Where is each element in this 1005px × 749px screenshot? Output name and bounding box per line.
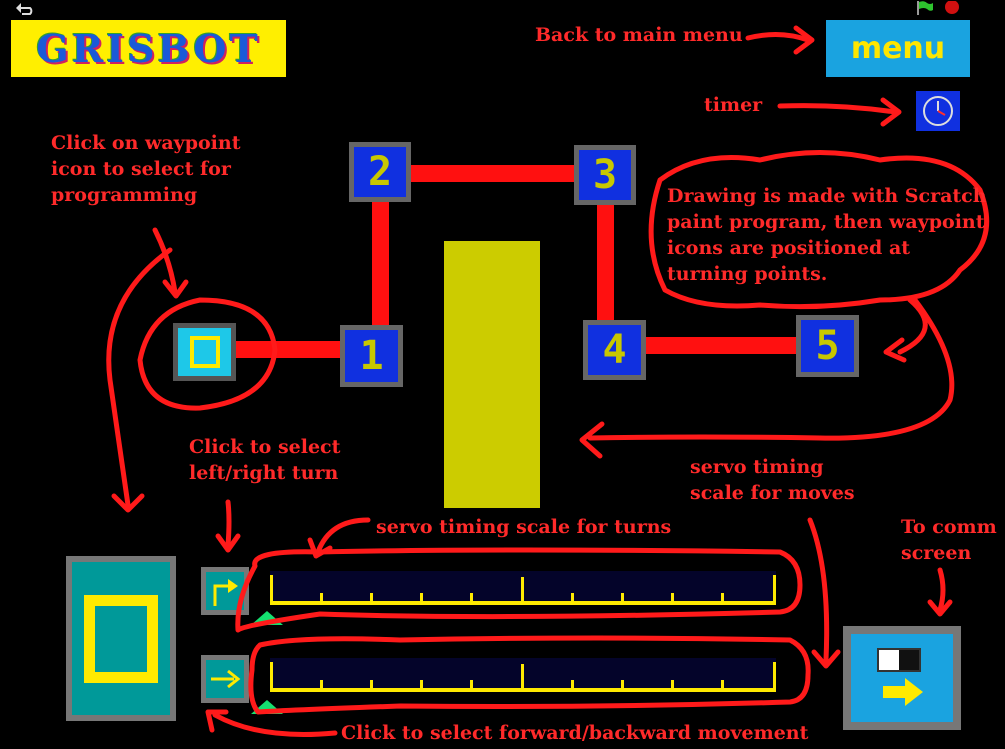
scale-tick <box>270 662 273 692</box>
scale-tick <box>571 593 574 605</box>
scale-tick <box>521 664 524 692</box>
arrow-right-icon <box>883 678 923 706</box>
selected-waypoint-panel <box>66 556 176 721</box>
annotation-back-to-menu: Back to main menu <box>535 24 743 46</box>
annotation-timer: timer <box>704 94 763 116</box>
waypoint-2[interactable]: 2 <box>349 142 411 202</box>
waypoint-0[interactable] <box>173 323 236 381</box>
waypoint-5-label: 5 <box>801 320 854 372</box>
logo-text: GRISBOT <box>36 26 261 71</box>
waypoint-0-selected-frame <box>189 336 220 368</box>
scale-tick <box>621 593 624 605</box>
turn-direction-button[interactable] <box>201 567 249 615</box>
path-segment-1-2 <box>372 200 389 328</box>
scale-tick <box>721 680 724 692</box>
scale-tick <box>671 680 674 692</box>
turn-timing-scale[interactable] <box>270 571 776 605</box>
path-segment-3-4 <box>597 200 614 324</box>
scale-tick <box>773 662 776 692</box>
selected-waypoint-digit <box>84 594 158 683</box>
annotation-drawing-note: Drawing is made with Scratch paint progr… <box>667 185 987 285</box>
move-direction-button[interactable] <box>201 655 249 703</box>
move-timing-scale[interactable] <box>270 658 776 692</box>
obstacle-block <box>444 241 540 508</box>
waypoint-3-label: 3 <box>579 150 631 200</box>
waypoint-4[interactable]: 4 <box>583 320 646 380</box>
waypoint-5[interactable]: 5 <box>796 315 859 377</box>
scale-tick <box>773 575 776 605</box>
turn-right-arrow-icon <box>213 579 238 606</box>
scale-tick <box>270 575 273 605</box>
scale-tick <box>420 593 423 605</box>
selected-waypoint-display <box>72 562 170 715</box>
scale-tick <box>420 680 423 692</box>
annotation-comm-screen: To comm screen <box>901 516 997 564</box>
stop-icon[interactable] <box>944 0 960 14</box>
waypoint-1[interactable]: 1 <box>340 325 403 387</box>
path-segment-0-1 <box>234 341 344 358</box>
comm-screen-button[interactable] <box>843 626 961 730</box>
scale-tick <box>370 593 373 605</box>
waypoint-3[interactable]: 3 <box>574 145 636 205</box>
path-segment-2-3 <box>408 165 576 182</box>
annotation-select-movement: Click to select forward/backward movemen… <box>341 722 809 744</box>
menu-button[interactable]: menu <box>826 20 970 77</box>
grisbot-logo: GRISBOT <box>11 20 286 77</box>
waypoint-4-label: 4 <box>588 325 641 375</box>
annotation-servo-moves: servo timing scale for moves <box>690 456 855 504</box>
scale-tick <box>721 593 724 605</box>
waypoint-1-label: 1 <box>345 330 398 382</box>
scale-tick <box>521 577 524 605</box>
scale-tick <box>470 680 473 692</box>
scale-tick <box>571 680 574 692</box>
annotation-select-turn: Click to select left/right turn <box>189 436 341 484</box>
comm-screen-icon <box>877 648 921 672</box>
scale-tick <box>671 593 674 605</box>
annotation-servo-turns: servo timing scale for turns <box>376 516 672 538</box>
green-flag-icon[interactable] <box>914 0 934 15</box>
scale-tick <box>320 593 323 605</box>
waypoint-2-label: 2 <box>354 147 406 197</box>
scale-tick <box>470 593 473 605</box>
scale-tick <box>621 680 624 692</box>
forward-arrow-icon <box>211 669 241 689</box>
annotation-click-waypoint: Click on waypoint icon to select for pro… <box>51 132 241 206</box>
path-segment-4-5 <box>645 337 800 354</box>
undo-icon[interactable] <box>14 0 36 15</box>
scale-tick <box>370 680 373 692</box>
timer-icon[interactable] <box>916 91 960 131</box>
scale-tick <box>320 680 323 692</box>
